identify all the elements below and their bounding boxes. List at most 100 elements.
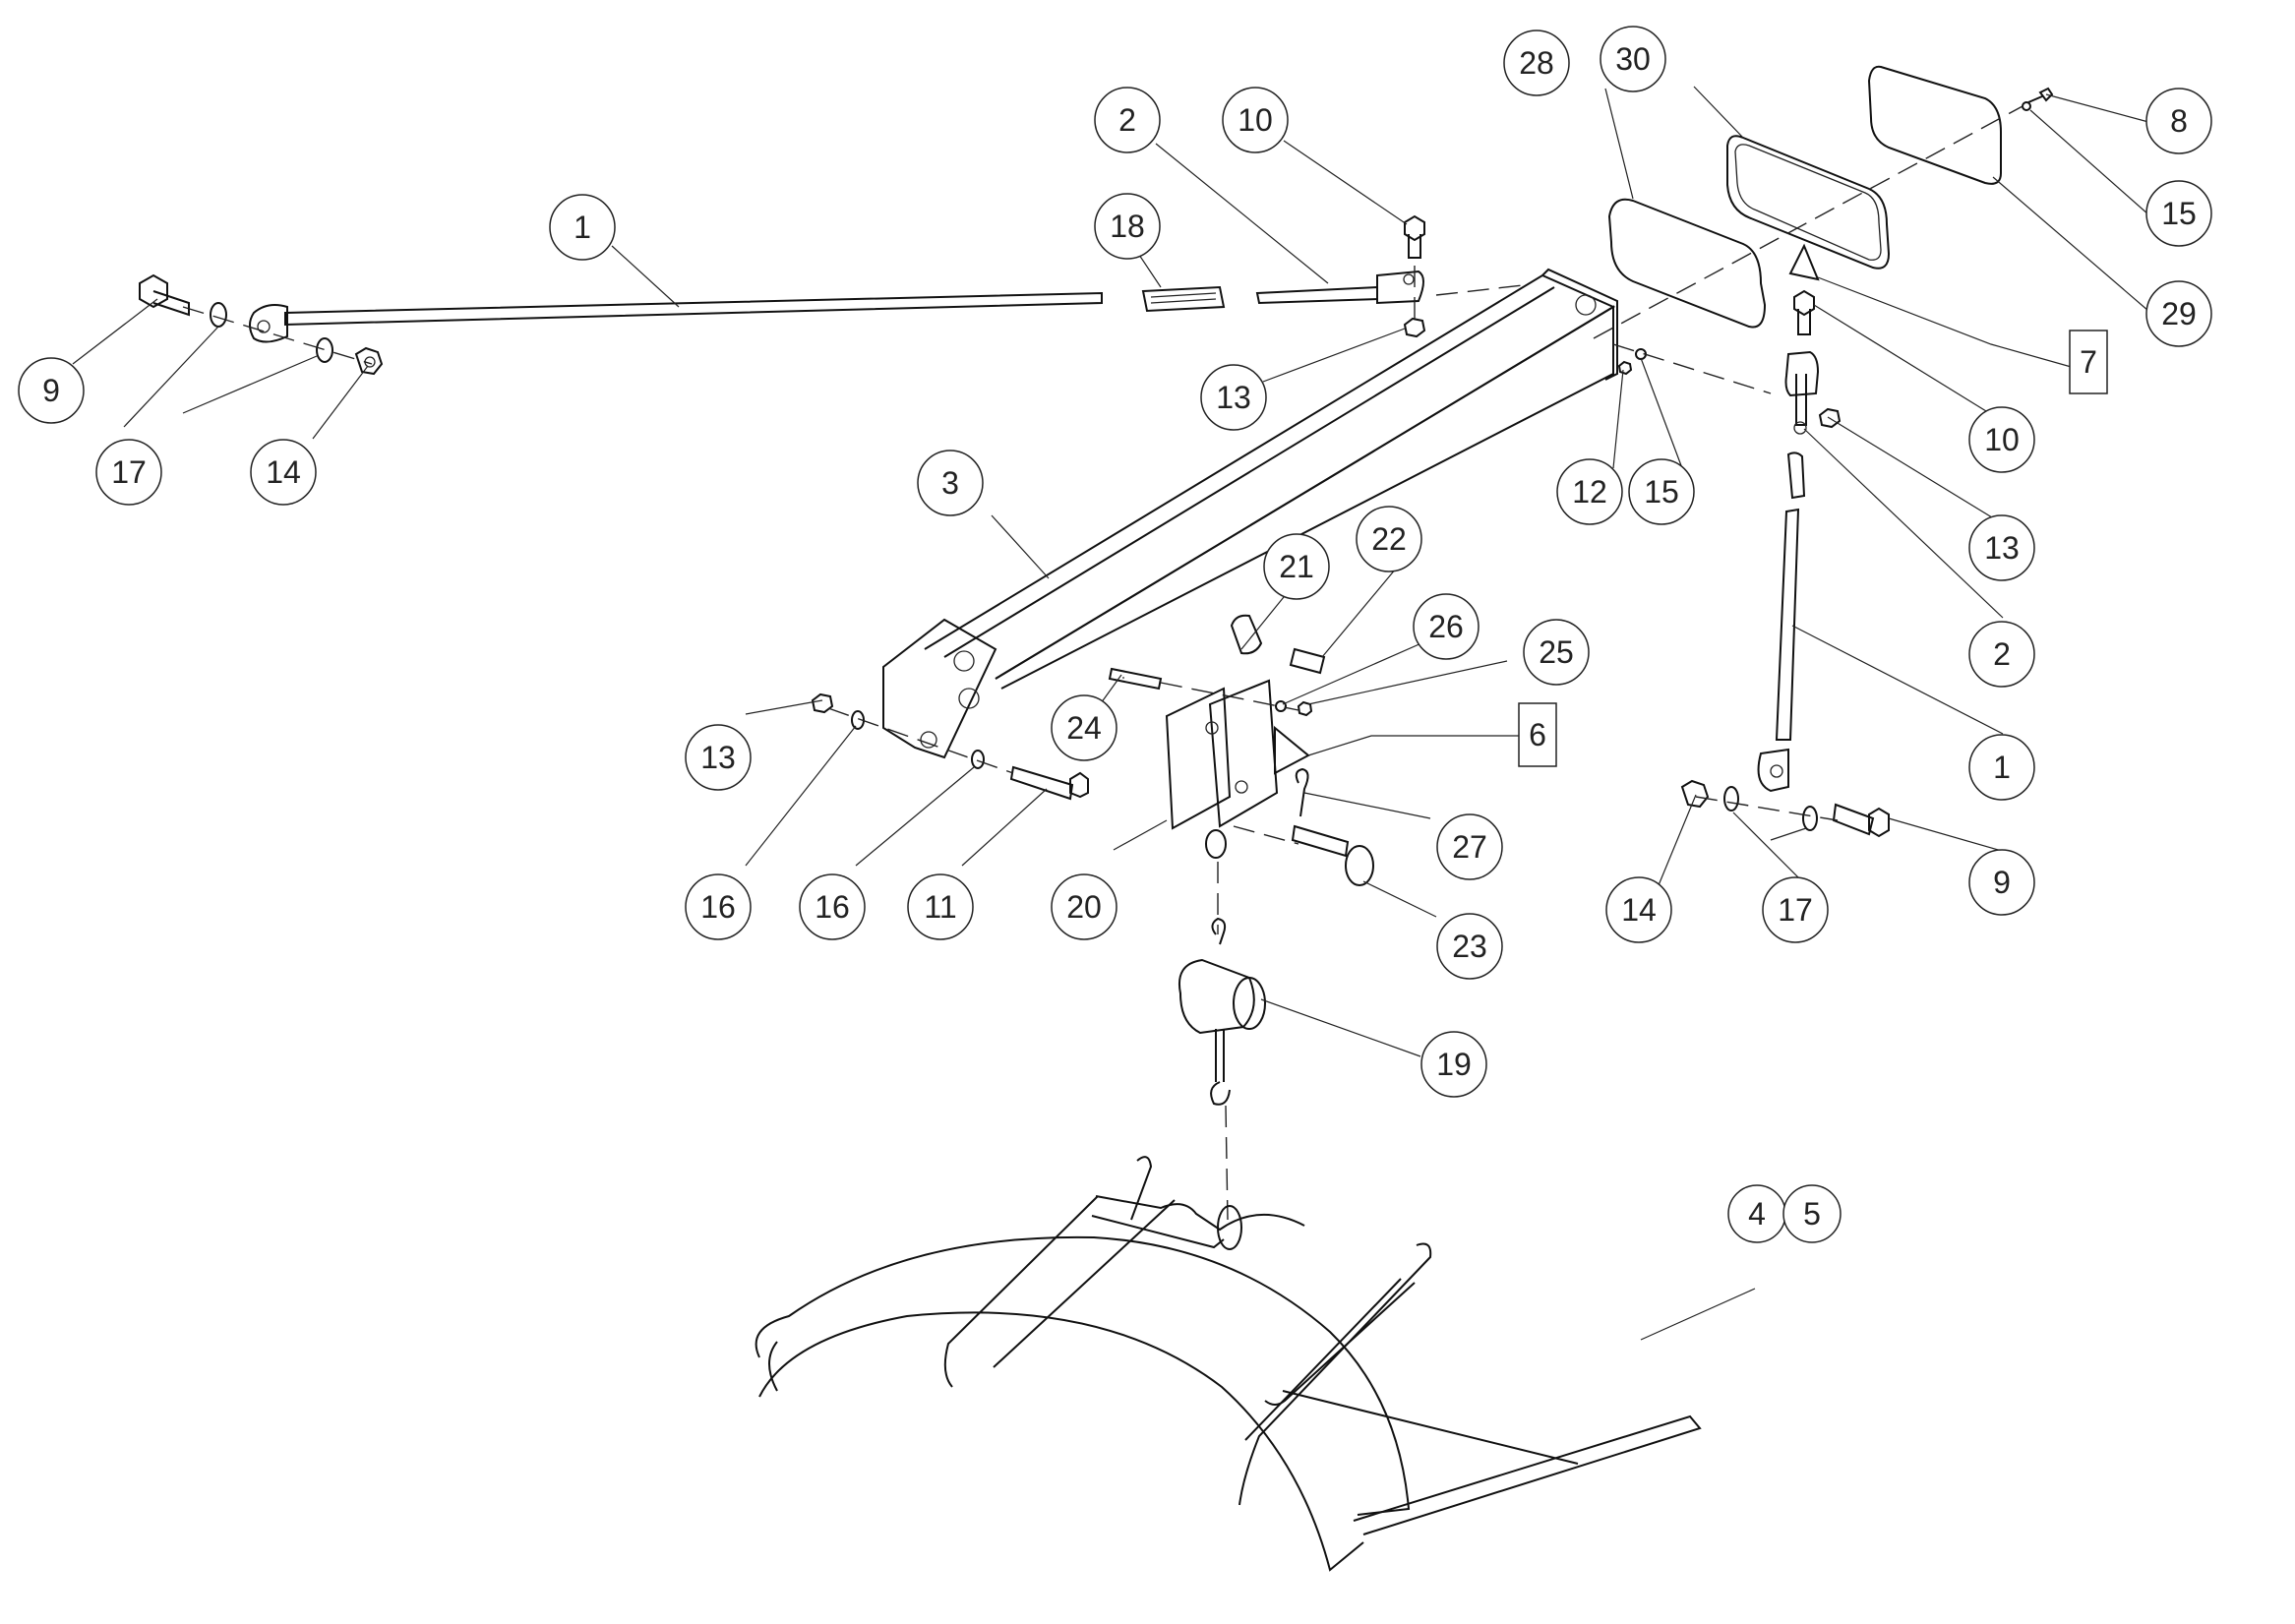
part-washer-16-b (971, 750, 985, 769)
axis-line-bracket-top (1160, 682, 1299, 711)
axis-line-left-bolt (182, 306, 373, 365)
part-screw-8 (2027, 87, 2054, 103)
svg-text:20: 20 (1066, 889, 1102, 925)
part-gasket-30 (1726, 135, 1891, 270)
part-washer-26 (1275, 700, 1287, 712)
svg-text:25: 25 (1539, 634, 1574, 670)
svg-text:15: 15 (2161, 196, 2197, 231)
svg-text:30: 30 (1615, 41, 1651, 77)
callout-balloon-23: 23 (1436, 913, 1503, 980)
axis-line-arm-bolt (827, 707, 1014, 774)
part-clip-27 (1295, 767, 1309, 817)
axis-line-top-clevis (1414, 266, 1524, 321)
part-arm-3 (882, 268, 1618, 759)
callout-balloon-16-a: 16 (685, 873, 752, 940)
callout-balloon-20: 20 (1051, 873, 1117, 940)
svg-text:27: 27 (1452, 829, 1487, 865)
callout-balloon-8: 8 (2145, 88, 2212, 154)
svg-text:26: 26 (1428, 609, 1464, 644)
part-pin-22 (1289, 647, 1326, 675)
callout-balloon-14-right: 14 (1605, 876, 1672, 943)
svg-text:16: 16 (815, 889, 850, 925)
part-bushing-21 (1230, 614, 1263, 655)
svg-text:8: 8 (2170, 103, 2188, 139)
part-nut-14-left (354, 346, 384, 376)
callout-balloon-13-right: 13 (1968, 514, 2035, 581)
svg-text:3: 3 (941, 465, 959, 501)
reference-flag-7: 7 (2069, 330, 2108, 394)
svg-text:12: 12 (1572, 474, 1607, 510)
part-bolt-9-right (1832, 803, 1890, 838)
part-washer-17-left-a (210, 302, 227, 328)
callout-balloon-29: 29 (2145, 280, 2212, 347)
part-washer-17-right-b (1802, 806, 1818, 831)
part-bolt-10-top (1404, 214, 1425, 259)
callout-balloon-21: 21 (1263, 533, 1330, 600)
callout-balloon-24: 24 (1051, 694, 1117, 761)
part-fender-4-5 (755, 1156, 1702, 1572)
indicator-triangle-7 (1788, 243, 1820, 281)
part-plate-29 (1867, 65, 2002, 185)
callout-balloon-9-right: 9 (1968, 849, 2035, 916)
svg-text:13: 13 (1216, 380, 1251, 415)
svg-text:10: 10 (1984, 422, 2020, 457)
callout-balloon-10-right: 10 (1968, 406, 2035, 473)
svg-text:16: 16 (700, 889, 736, 925)
part-bracket-20 (1165, 679, 1279, 859)
axis-line-plates (1593, 105, 2023, 339)
callout-balloon-30: 30 (1600, 26, 1666, 92)
part-bolt-11 (1009, 765, 1089, 801)
callout-balloon-3: 3 (917, 450, 984, 516)
svg-text:18: 18 (1110, 209, 1145, 244)
svg-text:29: 29 (2161, 296, 2197, 331)
callout-balloon-5: 5 (1782, 1184, 1842, 1243)
part-clevis-2-right (1784, 350, 1820, 435)
svg-text:2: 2 (1993, 636, 2011, 672)
svg-text:6: 6 (1529, 717, 1546, 752)
callout-balloon-1-right: 1 (1968, 734, 2035, 801)
part-pin-23 (1291, 824, 1374, 886)
part-washer-15-top (2022, 101, 2031, 111)
callout-balloon-16-b: 16 (799, 873, 866, 940)
callout-balloon-12: 12 (1556, 458, 1623, 525)
callout-balloon-2-top: 2 (1094, 87, 1161, 153)
svg-text:9: 9 (1993, 865, 2011, 900)
callout-balloon-27: 27 (1436, 813, 1503, 880)
svg-text:13: 13 (700, 740, 736, 775)
part-nut-13-right (1818, 407, 1842, 429)
svg-text:17: 17 (111, 454, 147, 490)
part-hoist-19 (1178, 917, 1266, 1106)
part-pin-24 (1108, 667, 1163, 691)
callout-balloon-4: 4 (1727, 1184, 1786, 1243)
axis-line-arm-end (1612, 343, 1772, 394)
part-bolt-9-left (139, 273, 190, 317)
svg-text:2: 2 (1118, 102, 1136, 138)
part-nut-14-right (1680, 779, 1710, 809)
callout-balloon-28: 28 (1503, 30, 1570, 96)
svg-text:14: 14 (266, 454, 301, 490)
axis-line-bracket-bottom (1233, 825, 1299, 845)
part-turnbuckle-18 (1141, 285, 1226, 313)
callout-balloon-22: 22 (1356, 506, 1422, 572)
part-bolt-10-right (1793, 289, 1815, 335)
axis-line-right-bolt (1695, 796, 1839, 821)
svg-text:13: 13 (1984, 530, 2020, 566)
svg-text:24: 24 (1066, 710, 1102, 746)
svg-text:11: 11 (924, 889, 956, 925)
svg-text:17: 17 (1778, 892, 1813, 928)
svg-text:15: 15 (1644, 474, 1679, 510)
part-nut-12 (1617, 360, 1633, 376)
callout-balloon-10-top: 10 (1222, 87, 1289, 153)
callout-balloon-13-left: 13 (685, 724, 752, 791)
callout-balloon-25: 25 (1523, 619, 1590, 686)
svg-text:19: 19 (1436, 1047, 1472, 1082)
svg-text:1: 1 (574, 210, 591, 245)
part-nut-25 (1297, 700, 1313, 717)
part-clevis-rod-2-top (1255, 270, 1424, 305)
svg-text:14: 14 (1621, 892, 1657, 928)
indicator-triangle-6 (1274, 725, 1310, 775)
part-rod-right (1757, 451, 1806, 793)
callout-balloon-15-top: 15 (2145, 180, 2212, 247)
callout-balloon-26: 26 (1413, 593, 1480, 660)
